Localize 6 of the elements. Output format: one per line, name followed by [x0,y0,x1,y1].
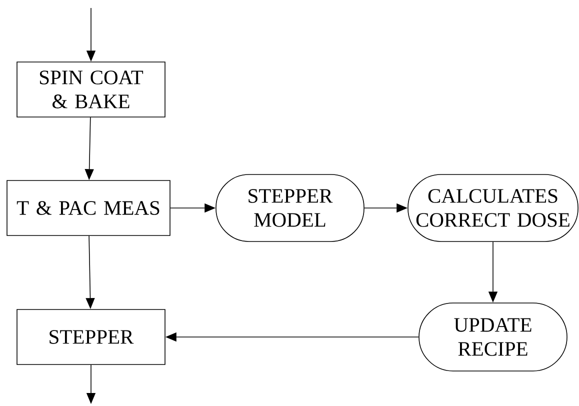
process-box: STEPPER [16,309,166,365]
rounded-process-box: CALCULATES CORRECT DOSE [408,174,578,242]
process-box: T & PAC MEAS [6,180,170,236]
rounded-process-box: STEPPER MODEL [216,174,364,242]
process-box: SPIN COAT & BAKE [16,62,166,118]
rounded-process-box: UPDATE RECIPE [418,302,568,372]
